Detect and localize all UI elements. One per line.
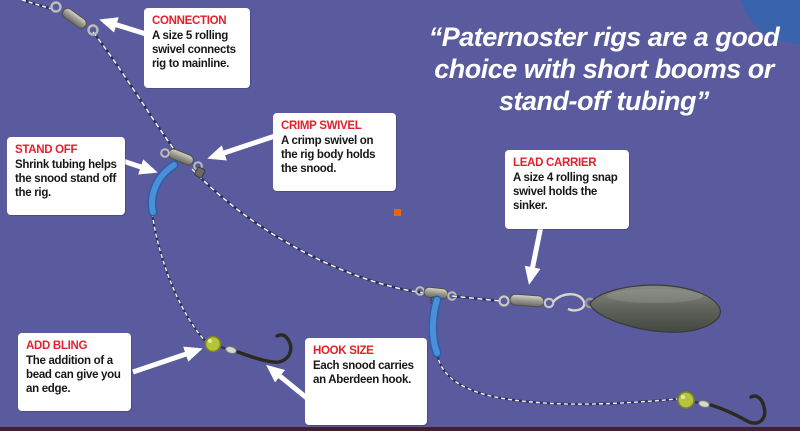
callout-connection-body: A size 5 rolling swivel connects rig to … [152,30,236,71]
callout-lead-carrier-title: LEAD CARRIER [513,157,597,169]
bead-2-highlight [681,395,685,399]
callout-lead-carrier: LEAD CARRIER A size 4 rolling snap swive… [505,150,629,229]
stand-off-arrow [122,158,158,175]
snood-2 [435,352,710,407]
snood-1 [150,212,237,354]
aberdeen-hook-1 [236,333,293,364]
mainline-mid-section [191,168,427,295]
callout-crimp-swivel-body: A crimp swivel on the rig body holds the… [281,135,376,176]
bottom-edge-strip [0,427,800,431]
crimp-swivel-1 [160,148,206,179]
callout-hook-size: HOOK SIZE Each snood carries an Aberdeen… [305,338,427,425]
hook-size-arrow [266,364,310,401]
callout-crimp-swivel: CRIMP SWIVEL A crimp swivel on the rig b… [273,113,396,191]
callout-crimp-swivel-title: CRIMP SWIVEL [281,120,362,132]
connection-arrow [99,17,147,37]
callout-hook-size-title: HOOK SIZE [313,345,374,357]
callout-hook-size-body: Each snood carries an Aberdeen hook. [313,360,414,387]
hook-crimp-1 [225,346,237,354]
callout-stand-off-title: STAND OFF [15,144,78,156]
callout-add-bling-title: ADD BLING [26,340,88,352]
callout-stand-off-body: Shrink tubing helps the snood stand off … [15,159,117,200]
lead-snap-swivel [498,293,596,312]
aberdeen-hook-2 [709,394,767,425]
callout-lead-carrier-body: A size 4 rolling snap swivel holds the s… [513,172,618,213]
bead-2 [677,391,695,409]
crimp-swivel-arrow [207,133,276,161]
quote-text: “Paternoster rigs are a good choice with… [408,22,800,118]
hook-crimp-2 [698,400,710,408]
add-bling-arrow [132,346,203,375]
bead-1-highlight [208,339,212,343]
orange-square-marker [394,209,401,216]
quote-line-1: “Paternoster rigs are a good [428,22,780,52]
callout-connection: CONNECTION A size 5 rolling swivel conne… [144,8,250,88]
callout-add-bling-body: The addition of a bead can give you an e… [26,355,121,396]
quote-line-3: stand-off tubing” [499,85,709,116]
mainline-top-section [21,0,181,157]
callout-connection-title: CONNECTION [152,15,227,27]
stand-off-tubing-1-highlight [149,162,177,215]
quote-line-2: choice with short booms or [434,53,774,84]
connection-swivel [50,1,99,36]
mainline-to-lead [451,294,501,303]
callout-stand-off: STAND OFF Shrink tubing helps the snood … [7,137,125,215]
lead-carrier-arrow [524,225,544,285]
callout-add-bling: ADD BLING The addition of a bead can giv… [18,333,131,411]
stand-off-tubing-2-highlight [429,297,440,356]
bead-1 [204,335,222,353]
sinker [589,284,721,333]
